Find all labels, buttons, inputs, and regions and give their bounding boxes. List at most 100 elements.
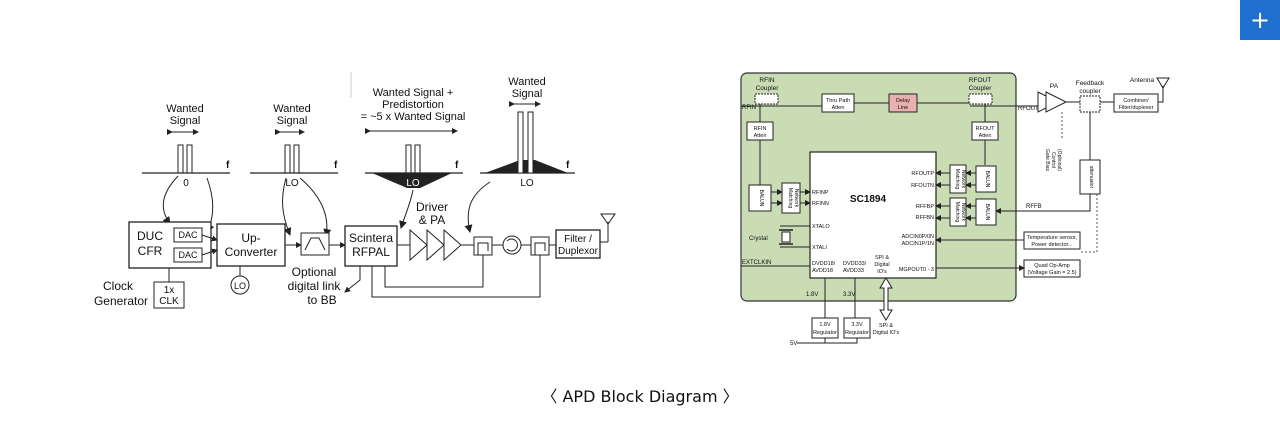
filter-duplexor-block	[555, 229, 601, 259]
svg-text:Network: Network	[960, 170, 966, 189]
coupler-1	[473, 236, 493, 256]
svg-text:(Voltage Gain = 2.5): (Voltage Gain = 2.5)	[1027, 270, 1076, 276]
svg-text:RFINN: RFINN	[812, 201, 829, 207]
antenna-icon	[600, 213, 616, 225]
svg-text:Antenna: Antenna	[1130, 77, 1155, 84]
svg-text:MGPOUT0 - 3: MGPOUT0 - 3	[899, 267, 934, 273]
crystal-icon	[781, 231, 791, 243]
combiner-filter-duplexer	[1113, 93, 1159, 113]
spectrum-amplified: Wanted Signal LO f	[480, 76, 575, 189]
svg-text:Duplexor: Duplexor	[558, 246, 599, 257]
spectrum-axis-label: 0	[183, 178, 189, 189]
spi-bidirectional-arrow	[879, 277, 893, 321]
svg-text:RFINP: RFINP	[812, 190, 829, 196]
feedback-matching-network	[949, 197, 967, 227]
figure-caption: 〈 APD Block Diagram 〉	[0, 383, 1280, 407]
svg-text:Filter/duplexer: Filter/duplexer	[1119, 105, 1154, 111]
svg-text:& PA: & PA	[419, 213, 445, 227]
svg-text:Network: Network	[793, 189, 799, 208]
frequency-label: f	[334, 160, 338, 171]
sc1894-chip	[809, 151, 937, 279]
svg-text:Clock: Clock	[103, 279, 134, 293]
svg-text:attenuator: attenuator	[1088, 166, 1094, 189]
frequency-label: f	[226, 160, 230, 171]
spectrum-title-line: Wanted	[508, 76, 546, 88]
svg-text:Coupler: Coupler	[969, 85, 993, 92]
input-balun	[748, 184, 772, 212]
svg-text:Feedback: Feedback	[1076, 80, 1105, 87]
input-matching-network	[781, 182, 801, 214]
svg-text:Scintera: Scintera	[349, 231, 393, 245]
svg-text:Digital IO's: Digital IO's	[873, 330, 900, 336]
svg-text:CFR: CFR	[138, 244, 163, 258]
svg-text:to BB: to BB	[307, 293, 336, 307]
svg-text:XTALI: XTALI	[812, 245, 827, 251]
svg-text:BALUN: BALUN	[984, 171, 990, 188]
svg-text:SPI &: SPI &	[875, 255, 889, 261]
spectrum-title-line: Signal	[277, 115, 308, 127]
spectrum-title-line: Signal	[512, 88, 543, 100]
svg-text:Delay: Delay	[896, 98, 910, 104]
frequency-label: f	[566, 160, 570, 171]
svg-text:Temperature sensor,: Temperature sensor,	[1027, 235, 1078, 241]
svg-text:Power detector...: Power detector...	[1031, 242, 1073, 248]
svg-text:Quad Op-Amp: Quad Op-Amp	[1034, 263, 1069, 269]
svg-text:DUC: DUC	[137, 229, 163, 243]
add-button[interactable]: +	[1240, 0, 1280, 40]
spectrum-title-line: Wanted	[166, 103, 204, 115]
svg-text:Regulator: Regulator	[813, 330, 837, 336]
svg-text:RFIN: RFIN	[759, 77, 774, 84]
spectrum-title-line: Wanted	[273, 103, 311, 115]
svg-text:coupler: coupler	[1079, 88, 1101, 95]
svg-text:Optional: Optional	[292, 265, 337, 279]
svg-text:1.8V: 1.8V	[806, 292, 818, 298]
bandpass-filter	[300, 232, 330, 256]
svg-text:Driver: Driver	[416, 200, 448, 214]
svg-text:DVDD33/: DVDD33/	[843, 261, 867, 267]
spectrum-title-line: Signal	[170, 115, 201, 127]
svg-text:Filter /: Filter /	[564, 234, 592, 245]
svg-text:Up-: Up-	[241, 231, 260, 245]
clk-block	[153, 281, 185, 309]
svg-text:PA: PA	[1050, 83, 1059, 90]
svg-text:AVDD33: AVDD33	[843, 268, 864, 274]
svg-text:RFOUT: RFOUT	[969, 77, 991, 84]
svg-text:1x: 1x	[164, 285, 175, 296]
svg-text:Gate Bias: Gate Bias	[1044, 149, 1050, 171]
spectrum-predistortion: Wanted Signal + Predistortion = ~5 x Wan…	[361, 87, 466, 189]
svg-text:SPI &: SPI &	[879, 323, 893, 329]
svg-text:RFFBP: RFFBP	[916, 204, 934, 210]
caption-text: APD Block Diagram	[562, 387, 718, 406]
frequency-label: f	[455, 160, 459, 171]
svg-text:Atten: Atten	[832, 105, 845, 111]
spectrum-title-line: Predistortion	[382, 99, 444, 111]
caption-right-bracket: 〉	[722, 387, 739, 406]
spectrum-wanted-signal-1: Wanted Signal 0 f	[142, 103, 230, 189]
svg-text:Digital: Digital	[874, 262, 889, 268]
svg-text:RFPAL: RFPAL	[352, 245, 390, 259]
svg-text:Coupler: Coupler	[756, 85, 780, 92]
svg-text:XTALO: XTALO	[812, 224, 830, 230]
svg-text:RFIN: RFIN	[742, 105, 756, 111]
spectrum-title-line: = ~5 x Wanted Signal	[361, 111, 466, 123]
svg-text:Atten: Atten	[979, 133, 992, 139]
svg-text:RFOUT: RFOUT	[1018, 106, 1039, 112]
svg-text:SC1894: SC1894	[850, 194, 887, 205]
left-diagram: Wanted Signal 0 f Wanted Signal LO f Wan…	[94, 72, 616, 309]
svg-text:RFFBN: RFFBN	[916, 215, 934, 221]
svg-text:Converter: Converter	[225, 245, 278, 259]
scintera-rfpal-block	[344, 225, 398, 267]
svg-text:RFOUTP: RFOUTP	[911, 171, 934, 177]
svg-text:3.3V: 3.3V	[843, 292, 855, 298]
svg-text:Regulator: Regulator	[845, 330, 869, 336]
output-matching-network	[949, 164, 967, 194]
svg-text:IO's: IO's	[877, 269, 887, 275]
svg-text:(Optional): (Optional)	[1056, 149, 1062, 171]
svg-text:Combiner/: Combiner/	[1123, 98, 1149, 104]
svg-text:Matching: Matching	[787, 188, 793, 209]
feedback-coupler	[1079, 95, 1101, 113]
svg-text:Crystal: Crystal	[749, 236, 768, 242]
output-balun	[975, 165, 997, 193]
svg-text:AVDD18: AVDD18	[812, 268, 833, 274]
